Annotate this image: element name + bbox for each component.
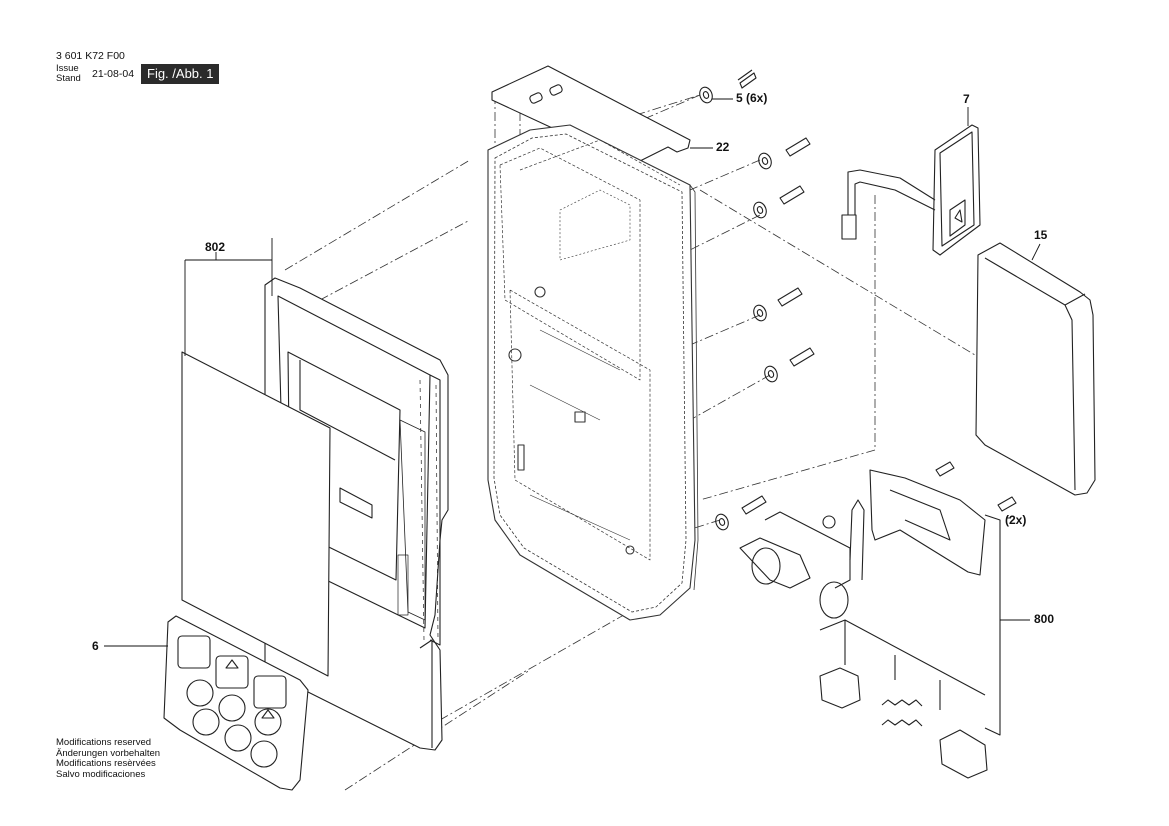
note-de: Änderungen vorbehalten	[56, 747, 161, 759]
issue-label: Issue	[56, 63, 79, 74]
main-housing	[487, 124, 699, 621]
modification-notes: Modifications reserved Änderungen vorbeh…	[56, 737, 161, 780]
front-frame-part-802	[181, 277, 449, 751]
flex-circuit-part-7	[841, 124, 981, 256]
battery-cover-part-15	[975, 242, 1096, 496]
note-fr: Modifications resèrvées	[56, 758, 156, 769]
mechanism-parts-800	[739, 469, 1001, 779]
stand-label: Stand	[56, 72, 81, 84]
note-en: Modifications reserved	[56, 737, 152, 748]
keypad-part-6	[163, 615, 309, 791]
document-code: 3 601 K72 F00	[56, 50, 125, 62]
callout-22: 22	[716, 140, 730, 154]
callout-802: 802	[205, 240, 226, 254]
callout-6: 6	[92, 639, 99, 653]
issue-stand-label: Issue Stand	[56, 64, 81, 83]
callout-7: 7	[963, 92, 970, 106]
callout-15: 15	[1034, 228, 1048, 242]
top-plate-part-22	[491, 65, 691, 166]
callout-leaders	[104, 98, 1041, 647]
note-es: Salvo modificaciones	[56, 768, 146, 780]
screws-and-washers-part-5	[699, 69, 1017, 531]
callout-5: 5 (6x)	[736, 91, 768, 105]
issue-date: 21-08-04	[92, 68, 135, 80]
figure-badge: Fig. /Abb. 1	[141, 64, 220, 84]
callout-2x: (2x)	[1005, 513, 1027, 527]
callout-800: 800	[1034, 612, 1055, 626]
